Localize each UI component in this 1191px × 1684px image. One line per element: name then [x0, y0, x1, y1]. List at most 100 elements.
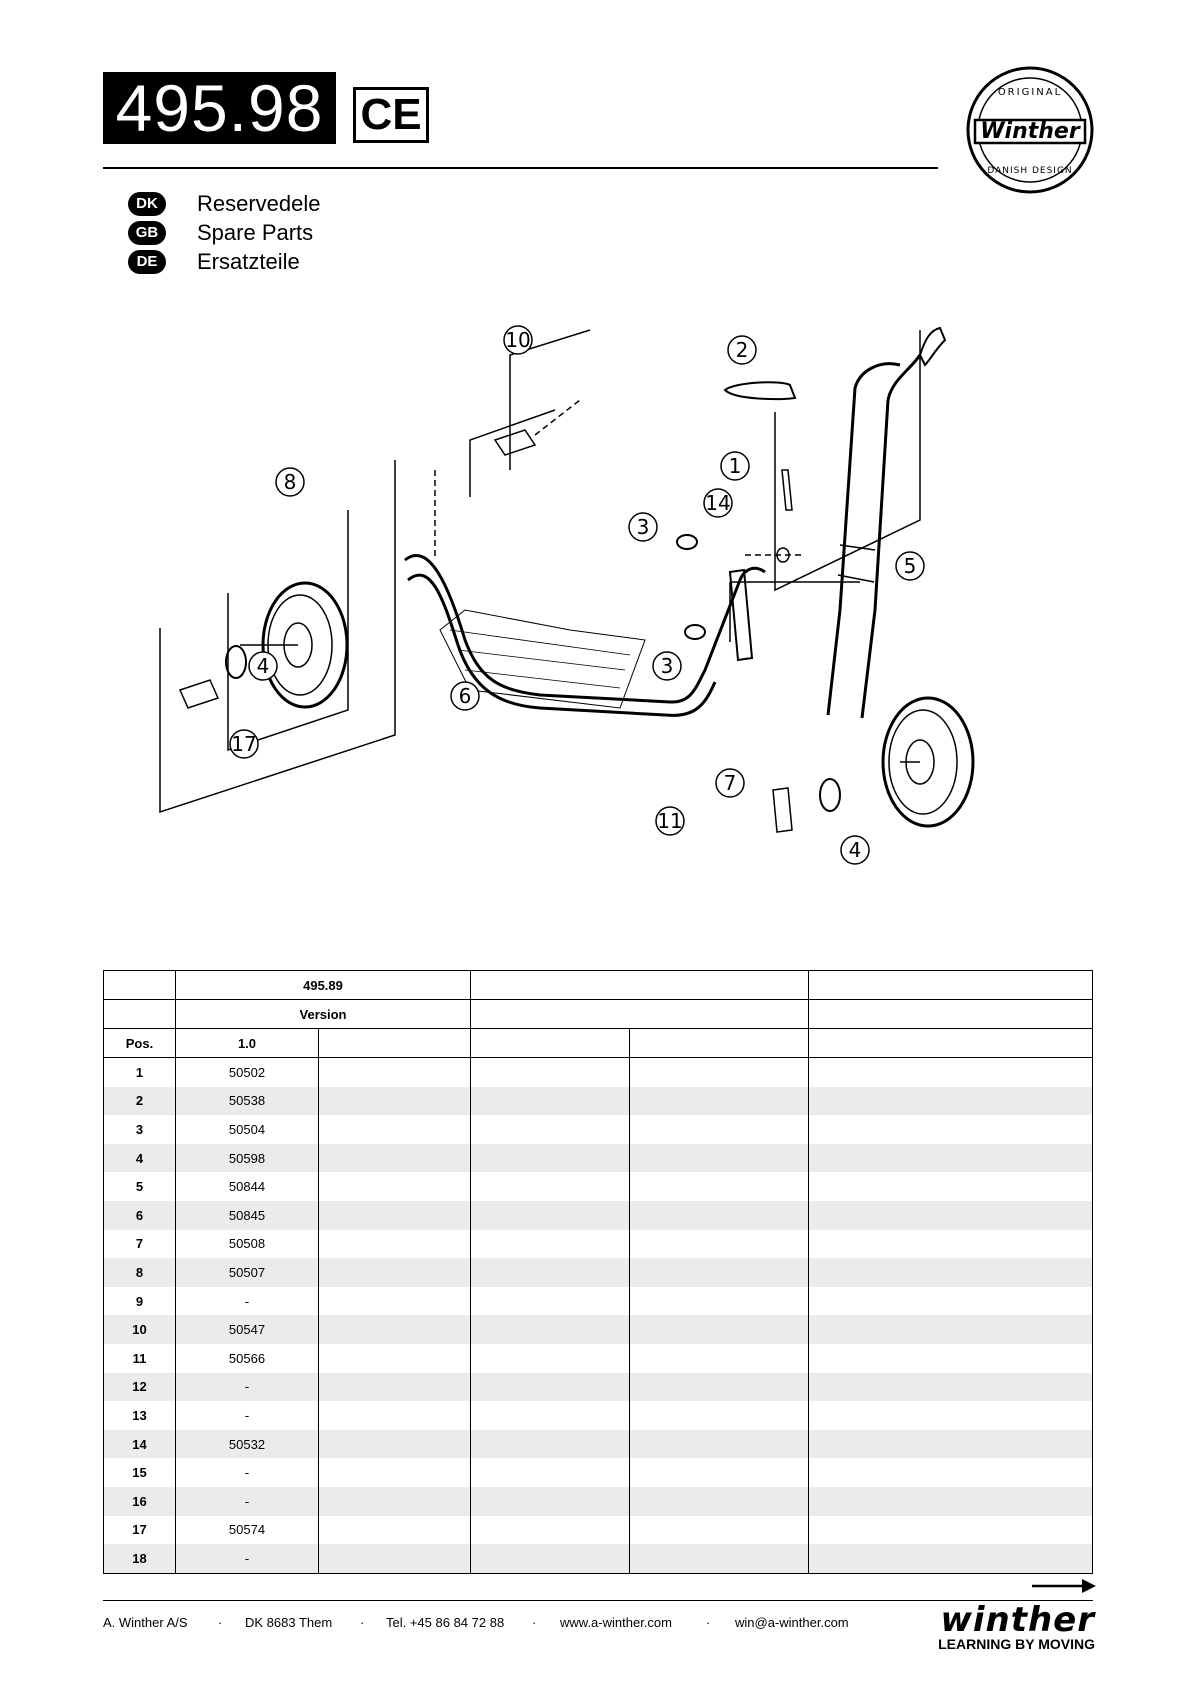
svg-text:1: 1	[729, 454, 742, 478]
footer-website-link[interactable]: www.a-winther.com	[560, 1615, 672, 1630]
table-header-row: 495.89	[103, 970, 1093, 1000]
empty-cell	[470, 1229, 630, 1259]
bracket-10	[509, 329, 591, 470]
empty-cell	[808, 1286, 1093, 1316]
empty-cell	[470, 1544, 630, 1574]
empty-cell	[318, 1458, 471, 1487]
empty-cell	[629, 1143, 809, 1173]
part-number-cell: -	[175, 1544, 319, 1574]
empty-cell	[808, 1258, 1093, 1287]
svg-text:17: 17	[231, 732, 256, 756]
table-row: 12-	[103, 1372, 1093, 1402]
empty-cell	[808, 1401, 1093, 1430]
empty-cell	[318, 1229, 471, 1259]
pos-cell: 1	[103, 1057, 176, 1087]
empty-cell	[318, 1172, 471, 1201]
part-number-cell: 50502	[175, 1057, 319, 1087]
empty-cell	[629, 1315, 809, 1344]
empty-cell	[470, 1401, 630, 1430]
empty-cell	[629, 1401, 809, 1430]
pos-cell: 5	[103, 1172, 176, 1201]
table-header-cell	[103, 970, 176, 1000]
table-header-cell	[808, 999, 1093, 1029]
empty-cell	[470, 1372, 630, 1402]
callout-3-bottom: 3	[652, 651, 682, 681]
table-row: 18-	[103, 1544, 1093, 1574]
table-header-row: Pos. 1.0	[103, 1028, 1093, 1058]
callout-1: 1	[720, 451, 750, 481]
footer-separator: ·	[218, 1615, 223, 1630]
empty-cell	[470, 1458, 630, 1487]
footer-company: A. Winther A/S	[103, 1615, 188, 1630]
svg-text:7: 7	[724, 771, 737, 795]
svg-text:6: 6	[459, 684, 472, 708]
empty-cell	[318, 1200, 471, 1230]
empty-cell	[808, 1458, 1093, 1487]
pos-cell: 2	[103, 1086, 176, 1116]
pos-cell: 13	[103, 1401, 176, 1430]
callout-3-top: 3	[628, 512, 658, 542]
empty-cell	[318, 1086, 471, 1116]
language-label-de: Ersatzteile	[197, 249, 300, 274]
empty-cell	[470, 1429, 630, 1459]
part-number-cell: -	[175, 1372, 319, 1402]
callout-14: 14	[703, 488, 733, 518]
empty-cell	[808, 1172, 1093, 1201]
footer-separator: ·	[706, 1615, 711, 1630]
empty-cell	[808, 1343, 1093, 1373]
empty-cell	[318, 1315, 471, 1344]
part-number-cell: 50538	[175, 1086, 319, 1116]
table-header-cell	[629, 1028, 809, 1058]
language-badge-dk: DK	[128, 192, 166, 216]
empty-cell	[629, 1200, 809, 1230]
empty-cell	[470, 1200, 630, 1230]
table-header-cell	[470, 1028, 630, 1058]
svg-text:14: 14	[705, 491, 730, 515]
pos-cell: 7	[103, 1229, 176, 1259]
empty-cell	[318, 1429, 471, 1459]
table-header-cell	[103, 999, 176, 1029]
callout-17: 17	[229, 729, 259, 759]
table-header-row: Version	[103, 999, 1093, 1029]
empty-cell	[629, 1515, 809, 1545]
empty-cell	[808, 1200, 1093, 1230]
exploded-parts-diagram: 10 2 8 1 14 3 5 4 3 6 17 7 11 4	[159, 325, 975, 865]
part-number-cell: -	[175, 1286, 319, 1316]
svg-text:3: 3	[637, 515, 650, 539]
pos-cell: 9	[103, 1286, 176, 1316]
bracket-11	[774, 330, 921, 592]
callout-10: 10	[503, 325, 533, 355]
callout-4-left: 4	[248, 651, 278, 681]
footer-email-link[interactable]: win@a-winther.com	[735, 1615, 849, 1630]
pos-cell: 3	[103, 1115, 176, 1144]
empty-cell	[629, 1229, 809, 1259]
language-label-gb: Spare Parts	[197, 220, 314, 245]
empty-cell	[808, 1086, 1093, 1116]
part-number-cell: -	[175, 1486, 319, 1516]
empty-cell	[318, 1143, 471, 1173]
callout-6: 6	[450, 681, 480, 711]
svg-text:5: 5	[904, 554, 917, 578]
part-number-cell: 50508	[175, 1229, 319, 1259]
empty-cell	[629, 1057, 809, 1087]
empty-cell	[629, 1458, 809, 1487]
empty-cell	[808, 1372, 1093, 1402]
empty-cell	[318, 1544, 471, 1574]
footer-separator: ·	[532, 1615, 537, 1630]
language-label-dk: Reservedele	[197, 191, 321, 216]
svg-text:11: 11	[657, 809, 682, 833]
empty-cell	[808, 1515, 1093, 1545]
callout-5: 5	[895, 551, 925, 581]
empty-cell	[318, 1486, 471, 1516]
svg-text:2: 2	[736, 338, 749, 362]
part-number-cell: -	[175, 1458, 319, 1487]
callout-11: 11	[655, 806, 685, 836]
empty-cell	[808, 1544, 1093, 1574]
part-number-cell: -	[175, 1401, 319, 1430]
bracket-left-small	[469, 409, 556, 497]
